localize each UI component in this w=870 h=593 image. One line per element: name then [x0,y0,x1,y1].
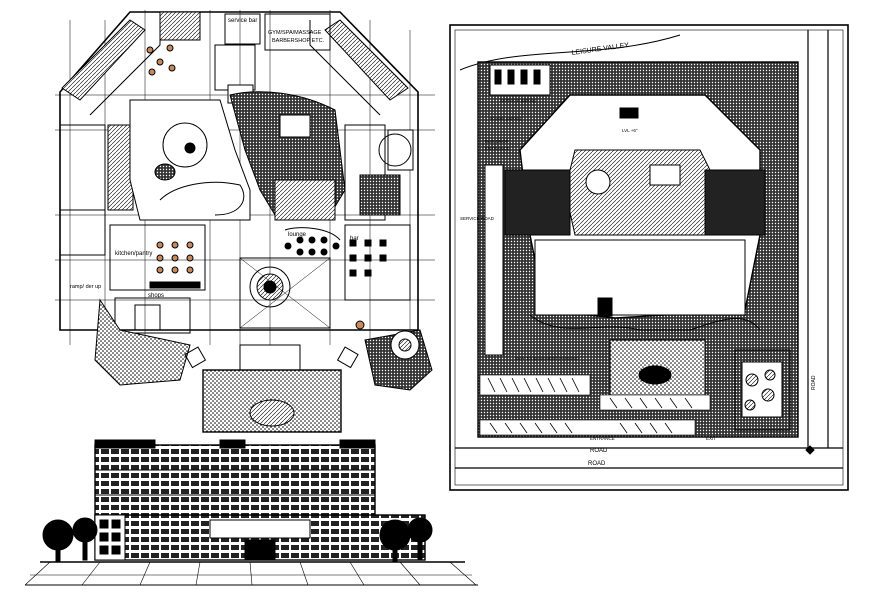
scooter-parking-label: scooter parking [490,116,521,121]
road-side-label: ROAD [811,375,817,390]
floor-plan [55,10,435,433]
entry-label: ENTRANCE [590,436,615,441]
road-bottom-label: ROAD [588,461,606,467]
entrance-top-label: ENTRANCE [485,146,510,151]
fountain [249,266,291,308]
landscape-left [94,298,191,386]
shops-label: shops [148,293,164,299]
kitchen-label: kitchen/pantry [115,251,152,257]
barber-label: BARBERSHOP ETC. [272,38,325,44]
lounge-label: lounge [288,232,307,238]
exit-label: EXIT [706,436,716,441]
site-plan-frame [449,24,849,491]
service-bar-label: service bar [228,18,257,24]
valley-label: LEISURE VALLEY [571,42,630,57]
front-elevation [24,439,478,586]
basement-ramp-label: WAY TO BASEMENT PARKING [515,356,580,361]
level-label: LVL +6" [622,128,638,133]
service-road-label: SERVICE ROAD [460,216,495,221]
ramp-label: ramp/ der up [70,284,101,290]
pantry-tables [146,44,365,330]
gym-label: GYM/SPA/MASSAGE [268,30,322,36]
floor-plan-labels: service bar GYM/SPA/MASSAGE BARBERSHOP E… [70,18,359,299]
site-plan [449,24,849,491]
bus-drop-label: BUS DROP [485,139,509,144]
bar-label: bar [350,236,359,242]
service-parking-label: SERVICE parking [500,98,536,103]
site-plan-labels: LEISURE VALLEY SERVICE parking scooter p… [460,42,817,467]
road-main-label: ROAD [590,448,608,454]
bar-seating [284,236,340,256]
